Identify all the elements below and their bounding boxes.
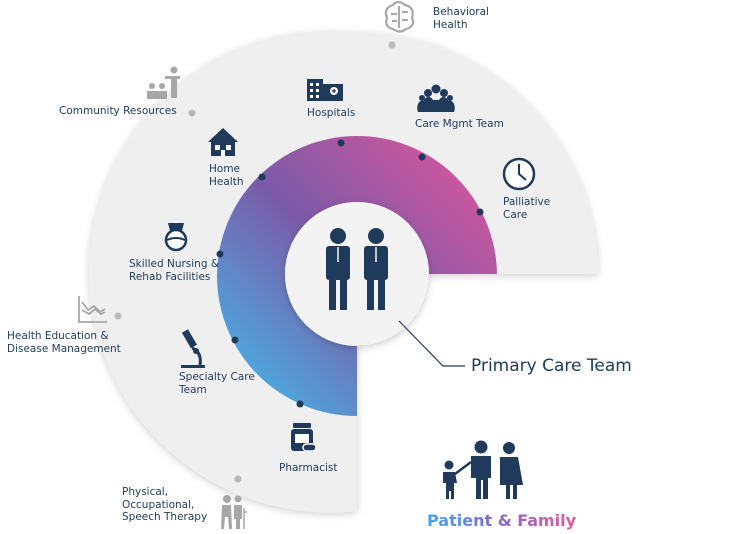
label-specialty: Specialty Care Team: [179, 371, 255, 396]
dot-pharmacist: [296, 400, 304, 408]
dot-behavioral: [388, 41, 396, 49]
label-therapy: Physical, Occupational, Speech Therapy: [122, 486, 208, 523]
microscope-icon: [181, 329, 205, 368]
inner-dots: [216, 139, 484, 408]
hospital-icon: [307, 79, 343, 101]
doctors-icon: [326, 228, 388, 310]
outer-dots: [114, 41, 396, 483]
center-circle: [285, 202, 429, 346]
dot-care-mgmt: [418, 153, 426, 161]
label-care-mgmt: Care Mgmt Team: [415, 118, 504, 130]
presenter-icon: [147, 66, 180, 99]
label-skilled-nursing: Skilled Nursing & Rehab Facilities: [129, 258, 220, 283]
primary-connector: [398, 320, 465, 367]
team-icon: [417, 84, 455, 112]
dot-education: [114, 312, 122, 320]
house-icon: [208, 128, 238, 156]
nurse-icon: [164, 223, 188, 252]
primary-care-team-label: Primary Care Team: [471, 356, 632, 376]
pill-bottle-icon: [291, 423, 317, 452]
dot-palliative: [476, 208, 484, 216]
label-pharmacist: Pharmacist: [279, 462, 338, 474]
label-education: Health Education & Disease Management: [7, 330, 121, 355]
dot-therapy: [234, 475, 242, 483]
dot-community: [188, 109, 196, 117]
clock-icon: [502, 157, 536, 191]
family-icon: [443, 440, 523, 499]
label-behavioral: Behavioral Health: [433, 6, 489, 31]
dot-skilled-nursing: [216, 250, 224, 258]
label-hospitals: Hospitals: [307, 107, 356, 119]
label-home-health: Home Health: [209, 163, 244, 188]
dot-hospitals: [337, 139, 345, 147]
dot-specialty: [231, 336, 239, 344]
line-chart-icon: [78, 296, 107, 323]
elderly-walker-icon: [221, 495, 247, 529]
brain-icon: [384, 0, 415, 33]
dot-home-health: [258, 173, 266, 181]
patient-family-label: Patient & Family: [427, 511, 577, 530]
label-community: Community Resources: [59, 105, 177, 117]
label-palliative: Palliative Care: [503, 196, 551, 221]
